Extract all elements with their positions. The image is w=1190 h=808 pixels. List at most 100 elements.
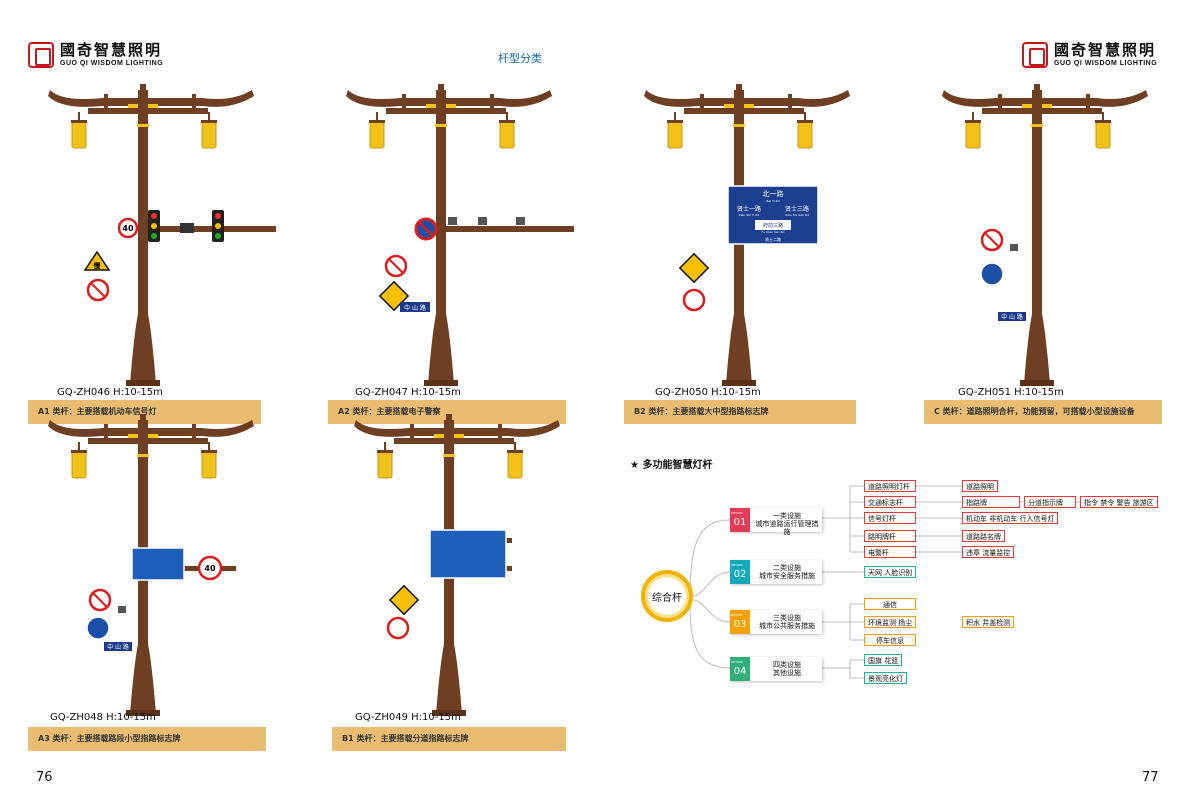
- street-sign: [400, 302, 430, 312]
- lane-sign: [429, 529, 507, 579]
- logo-seal-icon: [28, 42, 54, 68]
- speed-limit-text: 40: [204, 564, 216, 573]
- pole-code: GQ-ZH050 H:10-15m: [655, 387, 761, 398]
- guide-sign: [131, 547, 185, 581]
- guide-left-en: Xian Shi Yi Rd: [739, 213, 760, 217]
- category-04: 04 OPTION 四类设施 其他设施: [730, 657, 822, 681]
- page-number-left: 76: [36, 770, 53, 785]
- speed-limit-icon: [117, 217, 139, 239]
- camera-icon: [516, 217, 525, 225]
- no-entry-icon: [386, 616, 410, 640]
- cat3-item: 环境监测 扬尘: [864, 616, 917, 628]
- cat1-item: 道路照明灯杆: [864, 480, 916, 492]
- speed-limit-text: 40: [122, 224, 134, 233]
- pole-banner: C 类杆：道路照明合杆，功能预留，可搭载小型设施设备: [924, 400, 1162, 424]
- section-title: 杆型分类: [498, 52, 542, 65]
- category-line1: 三类设施: [773, 614, 801, 622]
- pole-b1-illustration: [353, 414, 561, 716]
- direction-arrow-icon: [980, 262, 1004, 286]
- cat4-item: 景观亮化灯: [864, 672, 907, 684]
- street-sign-text: 中 山 路: [404, 304, 426, 312]
- category-line1: 四类设施: [773, 661, 801, 669]
- category-line2: 城市安全服务措施: [759, 572, 815, 580]
- cat1-item: 信号灯杆: [864, 512, 916, 524]
- logo-right: 國奇智慧照明 GUO QI WISDOM LIGHTING: [1022, 42, 1157, 68]
- cat3-item: 通信: [864, 598, 916, 610]
- category-opt: OPTION: [731, 563, 743, 567]
- cat1-more: 分道指示牌: [1024, 496, 1076, 508]
- pole-b2-illustration: 北一路 Bei Yi Rd 贤士一路 Xian Shi Yi Rd 贤士三路 X…: [643, 84, 851, 386]
- category-number: 03: [730, 610, 750, 634]
- street-sign: [104, 642, 132, 651]
- logo-left: 國奇智慧照明 GUO QI WISDOM LIGHTING: [28, 42, 163, 68]
- pole-code: GQ-ZH048 H:10-15m: [50, 712, 156, 723]
- pole-banner: A3 类杆：主要搭载路段小型指路标志牌: [28, 727, 266, 751]
- cat4-item: 国旗 花篮: [864, 654, 903, 666]
- category-line2: 城市公共服务措施: [759, 622, 815, 630]
- logo-en: GUO QI WISDOM LIGHTING: [60, 60, 164, 67]
- cat1-item: 电警杆: [864, 546, 916, 558]
- pole-code: GQ-ZH046 H:10-15m: [57, 387, 163, 398]
- category-line2: 城市道路运行管理措施: [755, 520, 819, 536]
- category-number: 02: [730, 560, 750, 584]
- category-line2: 其他设施: [773, 669, 801, 677]
- countdown-icon: [180, 223, 194, 233]
- logo-en: GUO QI WISDOM LIGHTING: [1054, 60, 1158, 67]
- warning-sign-icon: [83, 250, 111, 271]
- turn-sign-icon: [388, 584, 420, 616]
- category-opt: OPTION: [731, 511, 743, 515]
- cat1-detail: 指路牌: [962, 496, 1020, 508]
- pole-a1-illustration: 40 慢: [47, 84, 276, 386]
- category-01: 01 OPTION 一类设施 城市道路运行管理措施: [730, 508, 822, 536]
- page-number-right: 77: [1142, 770, 1159, 785]
- category-opt: OPTION: [731, 613, 743, 617]
- guide-sign: [727, 185, 819, 245]
- category-opt: OPTION: [731, 660, 743, 664]
- logo-text: 國奇智慧照明 GUO QI WISDOM LIGHTING: [1054, 41, 1158, 68]
- street-sign: [998, 312, 1026, 321]
- pole-a2-illustration: 中 山 路: [345, 84, 574, 386]
- logo-cn: 國奇智慧照明: [60, 41, 163, 59]
- cat1-item: 交通标志杆: [864, 496, 916, 508]
- speed-limit-icon: [197, 555, 223, 581]
- guide-mid: 府前三路: [763, 222, 783, 229]
- pole-code: GQ-ZH049 H:10-15m: [355, 712, 461, 723]
- guide-bottom: 贤士二路: [765, 236, 781, 242]
- cat1-more: 指令 禁令 警告 旅游区: [1080, 496, 1158, 508]
- category-02: 02 OPTION 二类设施 城市安全服务措施: [730, 560, 822, 584]
- mindmap-hub: 综合杆: [641, 570, 693, 622]
- guide-mid-en: Fu Qian San Rd: [762, 230, 785, 234]
- street-sign-text: 中 山 路: [1001, 313, 1023, 321]
- guide-top-en: Bei Yi Rd: [766, 199, 779, 203]
- category-number: 01: [730, 508, 750, 532]
- pole-code: GQ-ZH047 H:10-15m: [355, 387, 461, 398]
- category-03: 03 OPTION 三类设施 城市公共服务措施: [730, 610, 822, 634]
- category-line1: 一类设施: [773, 512, 801, 520]
- guide-right: 贤士三路: [785, 205, 809, 213]
- cat3-item: 停车信息: [864, 634, 916, 646]
- camera-icon: [118, 606, 126, 613]
- camera-icon: [478, 217, 487, 225]
- logo-text: 國奇智慧照明 GUO QI WISDOM LIGHTING: [60, 41, 164, 68]
- pole-c-illustration: 中 山 路: [941, 84, 1149, 386]
- cat1-detail: 机动车 非机动车 行人信号灯: [962, 512, 1059, 524]
- camera-icon: [1010, 244, 1018, 251]
- cat3-more: 积水 井盖检测: [962, 616, 1015, 628]
- category-line1: 二类设施: [773, 564, 801, 572]
- logo-cn: 國奇智慧照明: [1054, 41, 1157, 59]
- no-entry-icon: [682, 288, 706, 312]
- pole-banner: B2 类杆：主要搭载大中型指路标志牌: [624, 400, 856, 424]
- pole-code: GQ-ZH051 H:10-15m: [958, 387, 1064, 398]
- cat1-detail: 违章 流量监控: [962, 546, 1015, 558]
- pole-banner: B1 类杆：主要搭载分道指路标志牌: [332, 727, 566, 751]
- pole-a3-illustration: 40 中 山 路: [47, 414, 255, 716]
- cat2-item: 天网 人脸识别: [864, 566, 917, 578]
- cat1-detail: 道路路名牌: [962, 530, 1005, 542]
- turn-sign-icon: [678, 252, 710, 284]
- street-sign-text: 中 山 路: [107, 643, 129, 651]
- mindmap-title: ★ 多功能智慧灯杆: [630, 460, 713, 471]
- cat1-detail: 道路照明: [962, 480, 998, 492]
- logo-seal-icon: [1022, 42, 1048, 68]
- guide-left: 贤士一路: [737, 205, 761, 213]
- guide-right-en: Xian Shi San Rd: [785, 213, 809, 217]
